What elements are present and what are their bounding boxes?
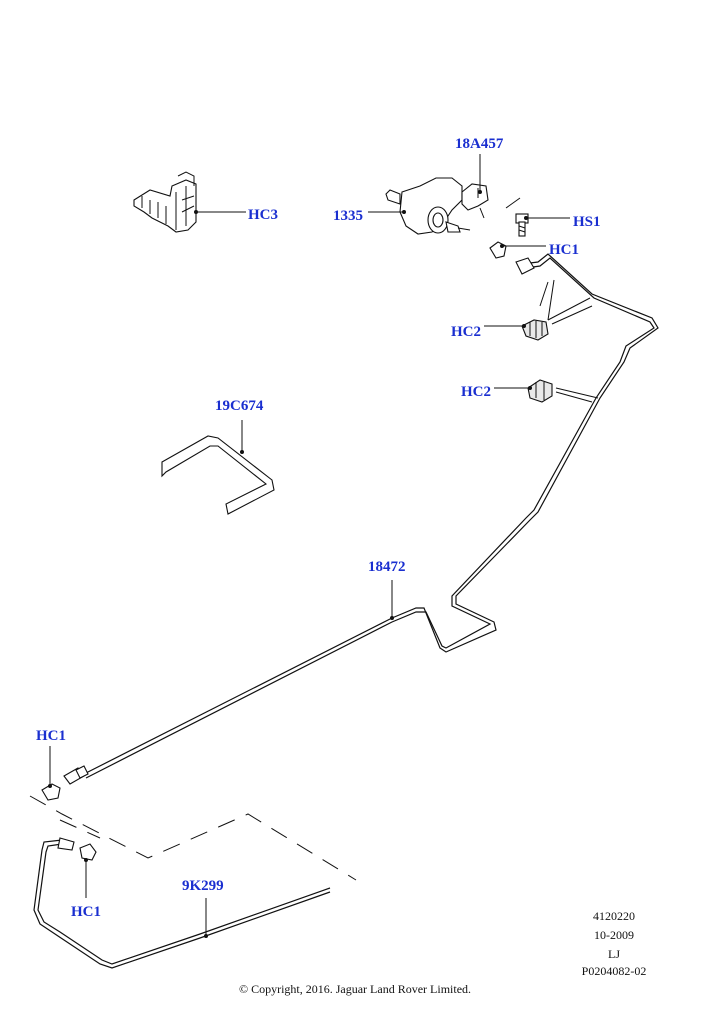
part-18a457-label: 18A457 bbox=[455, 136, 504, 152]
hc1-left-clip bbox=[41, 746, 61, 801]
drawing-date: 10-2009 bbox=[594, 928, 634, 942]
hc2-lower-label: HC2 bbox=[461, 384, 491, 400]
hc1-top-label: HC1 bbox=[549, 242, 579, 258]
hc1-left-label: HC1 bbox=[36, 728, 66, 744]
valve-1335 bbox=[368, 177, 471, 235]
bracket-18a457 bbox=[461, 154, 489, 219]
fuel-pipe-18472 bbox=[63, 253, 659, 785]
part-18472-label: 18472 bbox=[368, 559, 406, 575]
drawing-initials: LJ bbox=[608, 947, 620, 961]
hc2-upper-label: HC2 bbox=[451, 324, 481, 340]
hc3-clip bbox=[133, 171, 246, 233]
drawing-code: 4120220 bbox=[593, 909, 635, 923]
copyright: © Copyright, 2016. Jaguar Land Rover Lim… bbox=[239, 982, 471, 996]
hc2-upper-clip bbox=[484, 279, 593, 341]
fuel-pipe-9k299 bbox=[33, 837, 331, 969]
part-1335-label: 1335 bbox=[333, 208, 363, 224]
part-9k299-label: 9K299 bbox=[182, 878, 224, 894]
hc1-bottom-label: HC1 bbox=[71, 904, 101, 920]
drawing-ref: P0204082-02 bbox=[582, 964, 647, 978]
bracket-19c674 bbox=[161, 420, 275, 515]
dashed-guides bbox=[29, 795, 357, 881]
hc2-lower-clip bbox=[494, 379, 599, 403]
part-19c674-label: 19C674 bbox=[215, 398, 264, 414]
bolt-hs1 bbox=[515, 213, 570, 237]
hc3-label: HC3 bbox=[248, 207, 278, 223]
hs1-label: HS1 bbox=[573, 214, 601, 230]
hc1-top-clip bbox=[489, 241, 546, 259]
